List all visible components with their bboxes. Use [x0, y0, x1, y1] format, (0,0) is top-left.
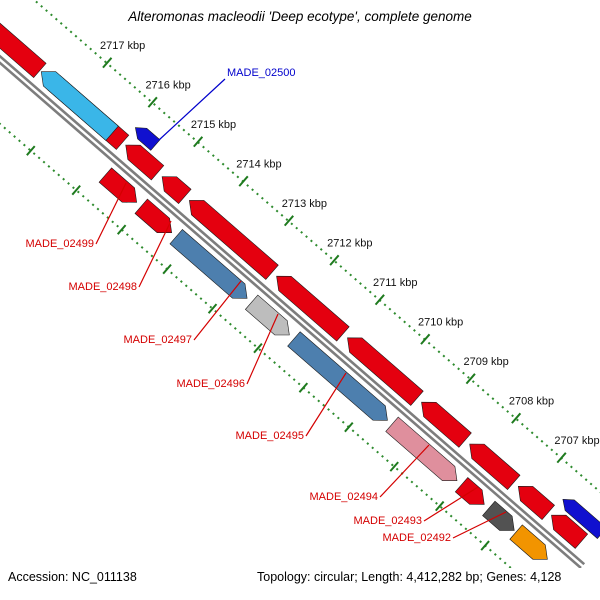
ruler-kbp-label: 2713 kbp	[282, 198, 327, 210]
ruler-kbp-label: 2708 kbp	[509, 395, 554, 407]
gene-arrow[interactable]	[509, 524, 554, 567]
gene-label-MADE_02495[interactable]: MADE_02495	[236, 430, 305, 442]
gene-label-MADE_02494[interactable]: MADE_02494	[310, 491, 379, 503]
ruler-tick-mark	[298, 382, 309, 393]
gene-MADE_02500[interactable]	[131, 122, 161, 151]
gene-arrow[interactable]	[558, 494, 600, 539]
ruler-tick-mark	[511, 412, 522, 424]
ruler-tick-mark	[374, 294, 385, 306]
ruler-tick-mark	[71, 184, 81, 196]
ruler-kbp-label: 2711 kbp	[373, 277, 417, 289]
leader-line-MADE_02498	[138, 220, 172, 288]
ruler-tick-mark	[253, 342, 263, 354]
ruler-kbp-label: 2712 kbp	[327, 237, 372, 249]
ruler-inner-dotted-line	[0, 54, 512, 568]
gene-arrow[interactable]	[341, 331, 424, 406]
gene-MADE_02498[interactable]	[134, 198, 178, 240]
ruler-tick-mark	[26, 145, 36, 156]
leader-line-MADE_02494	[379, 444, 430, 498]
ruler-tick-mark	[344, 421, 354, 433]
leader-line-MADE_02496	[246, 313, 279, 385]
ruler-kbp-label: 2714 kbp	[236, 158, 281, 170]
ruler-tick-mark	[116, 224, 127, 235]
gene-label-MADE_02492[interactable]: MADE_02492	[383, 532, 452, 544]
ruler-tick-mark	[193, 136, 204, 148]
leader-line-MADE_02499	[95, 182, 127, 245]
gene-arrow[interactable]	[183, 193, 279, 280]
leader-line-MADE_02493	[423, 486, 479, 522]
backbone-line	[0, 19, 582, 568]
gene-arrow[interactable]	[0, 4, 47, 79]
ruler-kbp-label: 2709 kbp	[463, 356, 508, 368]
topology-text: Topology: circular; Length: 4,412,282 bp…	[257, 570, 562, 584]
backbone-line	[0, 15, 586, 566]
leader-line-MADE_02495	[305, 372, 347, 437]
gene-arrow[interactable]	[156, 170, 192, 205]
gene-arrow[interactable]	[35, 64, 119, 141]
gene-MADE_02492[interactable]	[482, 500, 521, 537]
map-label-layer: 2717 kbp 2716 kbp 2715 kbp 2714 kbp 2713 kbp…	[26, 40, 600, 544]
ruler-tick-mark	[238, 175, 249, 187]
ruler-kbp-label: 2715 kbp	[191, 119, 236, 131]
ruler-tick-mark	[102, 57, 113, 69]
ruler-kbp-label: 2717 kbp	[100, 40, 145, 52]
ruler-tick-mark	[435, 500, 445, 512]
ruler-tick-mark	[389, 461, 399, 472]
gene-MADE_02493[interactable]	[454, 477, 490, 512]
ruler-tick-mark	[207, 303, 218, 314]
gene-arrow[interactable]	[270, 269, 350, 342]
ruler-tick-mark	[162, 263, 172, 275]
gene-MADE_02499[interactable]	[98, 167, 143, 210]
ruler-tick-mark	[329, 254, 340, 266]
ruler-kbp-label: 2707 kbp	[554, 435, 599, 447]
gene-MADE_02497[interactable]	[169, 229, 253, 305]
ruler-outer-dotted-line	[0, 0, 600, 510]
gene-label-MADE_02496[interactable]: MADE_02496	[177, 378, 246, 390]
gene-label-MADE_02500[interactable]: MADE_02500	[227, 67, 296, 79]
ruler-kbp-label: 2710 kbp	[418, 316, 463, 328]
gene-arrow[interactable]	[120, 138, 165, 181]
ruler-tick-mark	[480, 540, 490, 551]
gene-MADE_02496[interactable]	[244, 294, 295, 342]
gene-label-MADE_02493[interactable]: MADE_02493	[354, 515, 423, 527]
gene-MADE_02495[interactable]	[287, 331, 394, 428]
ruler-tick-mark	[420, 333, 431, 345]
leader-line-MADE_02492	[452, 511, 507, 539]
ruler-tick-mark	[147, 96, 158, 108]
gene-arrow[interactable]	[463, 437, 521, 490]
ruler-tick-mark	[283, 215, 294, 227]
leader-line-MADE_02500	[158, 78, 226, 141]
gene-label-MADE_02497[interactable]: MADE_02497	[124, 334, 193, 346]
leader-line-MADE_02497	[193, 280, 242, 341]
gene-label-MADE_02499[interactable]: MADE_02499	[26, 238, 95, 250]
ruler-kbp-label: 2716 kbp	[145, 80, 190, 92]
gene-arrow[interactable]	[545, 508, 589, 549]
gene-arrow[interactable]	[415, 395, 472, 448]
ruler-tick-mark	[465, 373, 476, 385]
accession-text: Accession: NC_011138	[8, 570, 137, 584]
gene-arrow[interactable]	[512, 479, 555, 521]
gene-label-MADE_02498[interactable]: MADE_02498	[69, 281, 138, 293]
ruler-tick-mark	[556, 452, 567, 464]
page-title: Alteromonas macleodii 'Deep ecotype', co…	[128, 9, 472, 24]
gene-MADE_02494[interactable]	[385, 416, 463, 488]
